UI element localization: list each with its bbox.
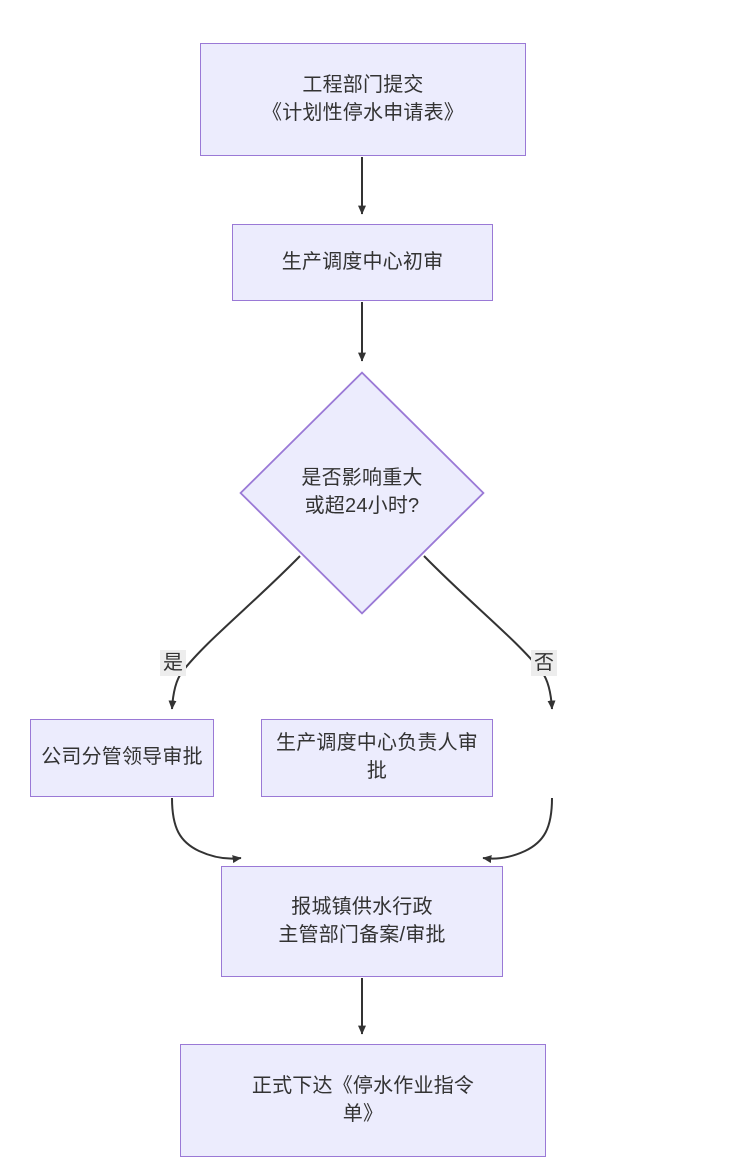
edge-dispatch-to-filing [482, 797, 553, 864]
node-company-leader-approval[interactable]: 公司分管领导审批 [30, 719, 214, 797]
node-initial-review-label: 生产调度中心初审 [281, 250, 444, 273]
edge-label-no: 否 [531, 650, 557, 676]
node-initial-review[interactable]: 生产调度中心初审 [232, 224, 493, 301]
node-submit-application[interactable]: 工程部门提交 《计划性停水申请表》 [200, 43, 526, 156]
node-decision-major-impact[interactable]: 是否影响重大 或超24小时? [239, 371, 485, 615]
node-issue-work-order-label: 正式下达《停水作业指令 单》 [251, 1074, 475, 1125]
node-submit-application-label: 工程部门提交 《计划性停水申请表》 [262, 73, 464, 124]
node-issue-work-order[interactable]: 正式下达《停水作业指令 单》 [180, 1044, 546, 1157]
node-company-leader-approval-label: 公司分管领导审批 [41, 746, 203, 769]
node-authority-filing[interactable]: 报城镇供水行政 主管部门备案/审批 [221, 866, 503, 977]
edge-decision-to-leader [168, 555, 301, 710]
edge-label-yes: 是 [160, 650, 186, 676]
node-dispatch-head-approval[interactable]: 生产调度中心负责人审批 [261, 719, 493, 797]
node-authority-filing-label: 报城镇供水行政 主管部门备案/审批 [278, 895, 446, 946]
edge-leader-to-filing [171, 797, 242, 864]
node-decision-major-impact-label: 是否影响重大 或超24小时? [301, 467, 423, 517]
diamond-shape-icon [239, 371, 485, 615]
node-dispatch-head-approval-label: 生产调度中心负责人审批 [276, 732, 478, 782]
